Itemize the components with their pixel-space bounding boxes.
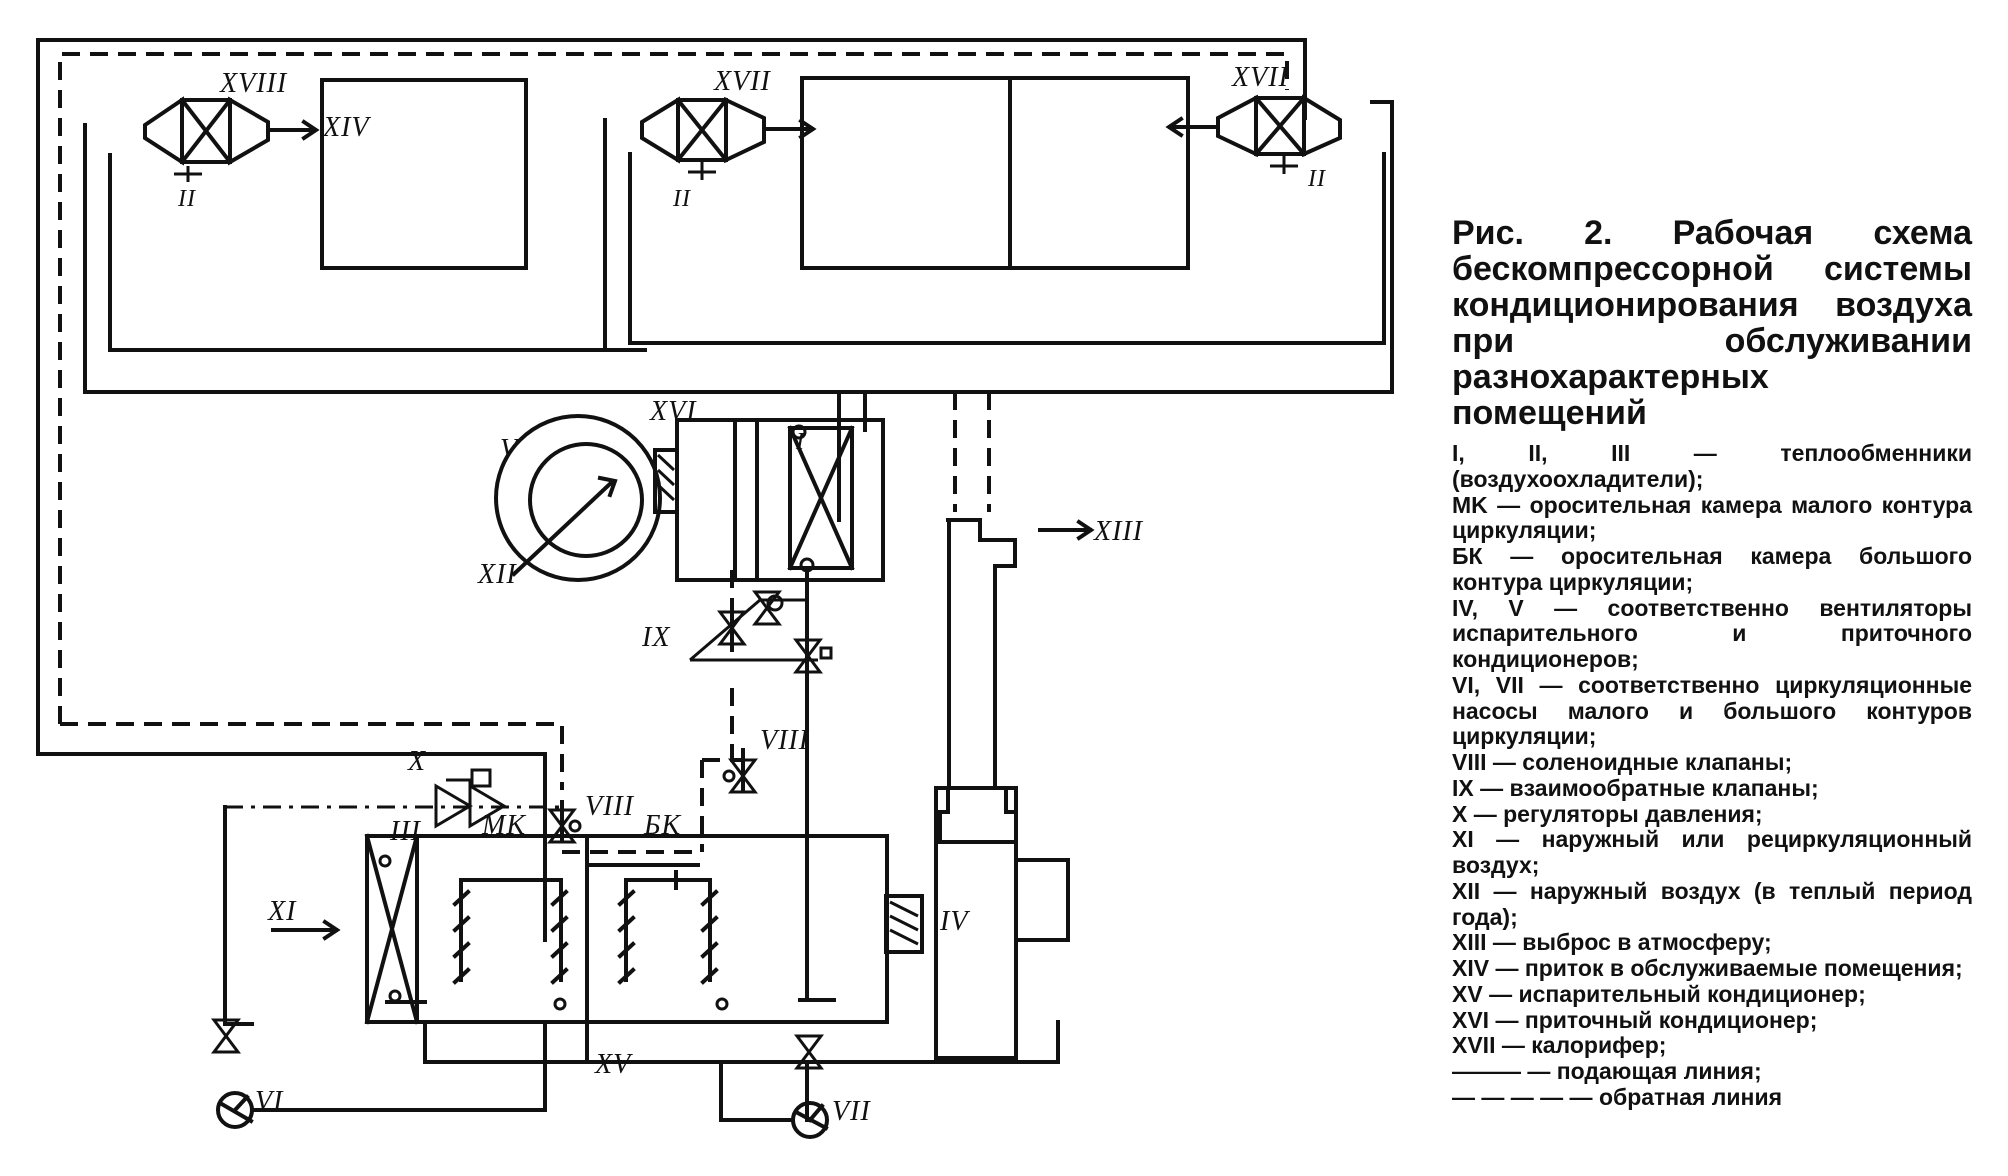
label-xii: XII (477, 559, 517, 590)
lower-supply-line (36, 752, 547, 942)
label-v: V (500, 434, 520, 465)
label-xiv: XIV (322, 112, 371, 143)
left-upper-supply-branch (83, 100, 1394, 394)
legend-line-8: X — регуляторы давления; (1452, 800, 1763, 827)
figure-caption: Рис. 2. Рабочая схема бескомпрессорной с… (1452, 215, 1972, 1111)
fan-v-inner (528, 442, 644, 558)
fan-iv-top (938, 786, 1018, 844)
legend-line-14: XVI — приточный кондиционер; (1452, 1006, 1818, 1033)
label-ii-mid: II (672, 186, 691, 212)
drain-line (223, 805, 254, 1026)
figure-title-line-1: Рис. 2. Рабочая схема бескомпрессорной с… (1452, 214, 1972, 433)
arrow-xi (271, 919, 341, 941)
figure-title: Рис. 2. Рабочая схема бескомпрессорной с… (1452, 215, 1972, 431)
supply-to-bk (624, 870, 678, 890)
mk-spray-headers (452, 889, 569, 985)
label-xvii-right: XVII (1231, 62, 1290, 93)
label-vi: VI (255, 1086, 284, 1117)
bk-spray-headers (617, 889, 719, 985)
legend-line-13: XV — испарительный кондиционер; (1452, 980, 1866, 1007)
heat-exchanger-i (788, 426, 854, 570)
label-ii-right: II (1307, 166, 1326, 192)
bk-drain-port (715, 997, 729, 1011)
legend-line-15: XVII — калорифер; (1452, 1032, 1667, 1059)
label-ix: IX (641, 622, 670, 653)
label-viii-lower: VIII (585, 791, 635, 822)
legend-line-7: IX — взаимообратные клапаны; (1452, 774, 1819, 801)
legend-line-3: БК — оросительная камера большого контур… (1452, 543, 1972, 595)
heat-exchanger-i-port-top (791, 424, 807, 440)
mk-drain-port (553, 997, 567, 1011)
label-viii-mid: VIII (760, 725, 810, 756)
bk-spray-supply (624, 878, 712, 982)
heat-exchanger-iii-cross-2 (364, 833, 420, 1025)
solenoid-valve-viii-upper (717, 600, 747, 652)
label-xvi: XVI (649, 396, 697, 427)
unit-center-box (800, 76, 1190, 270)
pump-vi-line (250, 1020, 547, 1112)
solenoid-valve-viii-lower (547, 800, 582, 844)
legend-line-17: — — — — — обратная линия (1452, 1083, 1783, 1110)
lower-return-line (60, 722, 564, 790)
legend-line-2: MK — оросительная камера малого контура … (1452, 491, 1972, 544)
arrow-into-center-box-right (1165, 116, 1219, 138)
reciprocal-valves-ix (689, 590, 833, 674)
label-xvii-left: XVII (713, 66, 772, 97)
chimney-body (946, 518, 1017, 790)
pump-vii-line (719, 1060, 809, 1122)
label-i: I (795, 429, 805, 455)
filter-hatching (656, 453, 676, 502)
unit-xiv-box (320, 78, 528, 270)
label-xi: XI (267, 896, 297, 927)
air-heater-xviii (143, 96, 270, 182)
pump-vi (211, 1018, 254, 1129)
figure-legend: I, II, III — теплообменники (воздухоохла… (1452, 440, 1972, 1111)
label-xiii: XIII (1093, 516, 1144, 547)
air-heater-xvii-right (1216, 94, 1342, 174)
legend-line-1: I, II, III — теплообменники (воздухоохла… (1452, 440, 1972, 492)
solenoid-valve-viii-middle (722, 748, 758, 794)
label-mk: MK (481, 810, 526, 841)
legend-line-9: XI — наружный или рециркуляционный возду… (1452, 826, 1972, 879)
legend-line-12: XIV — приток в обслуживаемые помещения; (1452, 955, 1963, 982)
fan-v-arrow (511, 475, 618, 577)
fan-iv-side (1014, 858, 1070, 942)
legend-line-11: XIII — выброс в атмосферу; (1452, 929, 1772, 956)
unit-xvi-box (675, 418, 885, 582)
pressure-regulator-x (434, 768, 507, 829)
legend-line-6: VIII — соленоидные клапаны; (1452, 749, 1793, 776)
outer-return-line (58, 52, 1289, 724)
heat-exchanger-i-cross-2 (787, 425, 855, 571)
label-x: X (407, 746, 426, 777)
label-xv: XV (594, 1049, 633, 1080)
legend-line-5: VI, VII — соответственно циркуляционные … (1452, 671, 1972, 750)
label-bk: БК (643, 810, 682, 841)
fan-v-outer (494, 414, 662, 582)
right-supply-lower (798, 570, 836, 1002)
arrow-into-center-box-left (763, 118, 817, 140)
heat-exchanger-iii-port-bottom (388, 989, 402, 1003)
outer-supply-line (36, 38, 1307, 756)
legend-line-4: IV, V — соответственно вентиляторы испар… (1452, 594, 1972, 673)
label-iii: III (389, 816, 422, 847)
heat-exchanger-iii-port-top (378, 854, 392, 868)
heat-exchanger-iii (365, 834, 419, 1024)
arrow-to-xiv (270, 119, 320, 141)
label-iv: IV (939, 906, 970, 937)
label-vii: VII (832, 1096, 871, 1127)
pump-vii (791, 1034, 829, 1139)
label-xviii: XVIII (219, 68, 288, 99)
mid-return-branch (628, 152, 1386, 345)
legend-line-16: ——— — подающая линия; (1452, 1058, 1762, 1085)
label-ii-left: II (177, 186, 196, 212)
air-heater-xvii-left (640, 96, 766, 180)
left-lower-return-branch (108, 153, 647, 352)
legend-line-10: XII — наружный воздух (в теплый период г… (1452, 877, 1972, 930)
arrow-to-xiii (1038, 519, 1095, 541)
fan-iv-filter-hatching (889, 900, 919, 946)
